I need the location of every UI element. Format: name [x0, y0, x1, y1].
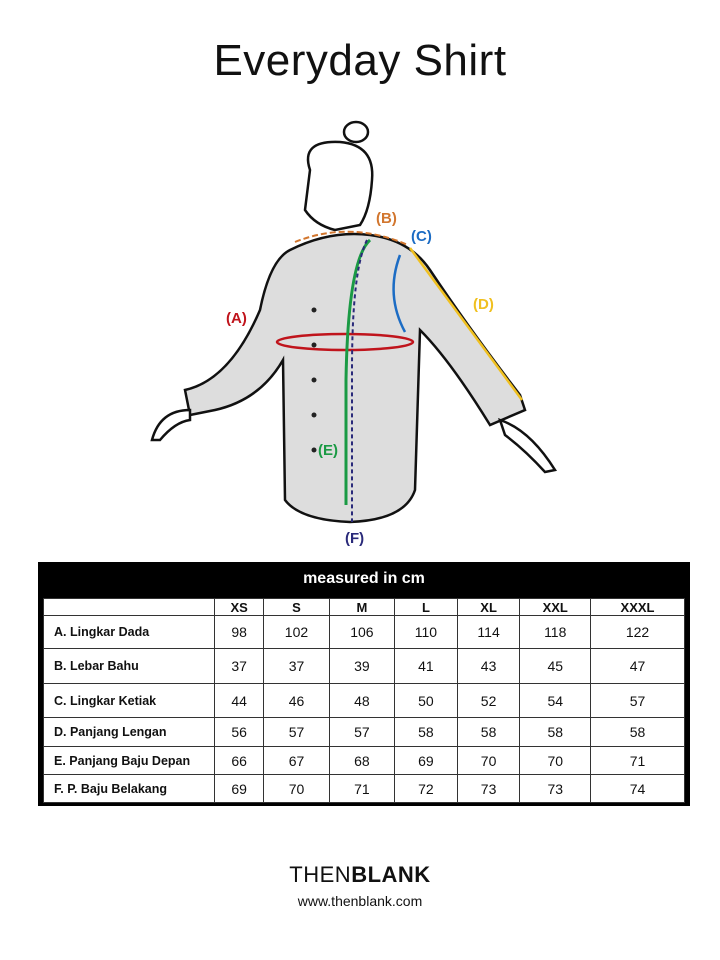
measurement-cell: 71 — [590, 746, 685, 775]
size-header: XXXL — [590, 598, 685, 616]
measurement-cell: 54 — [519, 683, 592, 718]
measurement-cell: 57 — [328, 717, 396, 747]
measurement-cell: 74 — [590, 774, 685, 803]
measurement-cell: 48 — [328, 683, 396, 718]
measurement-cell: 37 — [213, 648, 265, 684]
measurement-cell: 56 — [213, 717, 265, 747]
shirt-measurement-illustration — [150, 120, 558, 524]
size-header: L — [394, 598, 458, 616]
label-c: (C) — [411, 228, 432, 245]
figure-outline — [150, 120, 558, 524]
page-title: Everyday Shirt — [213, 36, 507, 85]
measurement-cell: 58 — [590, 717, 685, 747]
measurement-cell: 44 — [213, 683, 265, 718]
measurement-cell: 41 — [394, 648, 458, 684]
measure-line-b-shoulder — [294, 230, 409, 246]
measurement-cell: 58 — [456, 717, 521, 747]
brand-part2: BLANK — [351, 862, 431, 887]
measurement-cell: 70 — [263, 774, 330, 803]
measurement-cell: 47 — [590, 648, 685, 684]
measurement-cell: 58 — [519, 717, 592, 747]
size-header: S — [263, 598, 330, 616]
table-header: measured in cm — [303, 570, 425, 587]
size-header: M — [328, 598, 396, 616]
measurement-cell: 66 — [213, 746, 265, 775]
measurement-cell: 73 — [456, 774, 521, 803]
measurement-cell: 68 — [328, 746, 396, 775]
label-f: (F) — [345, 530, 365, 547]
measurement-cell: 39 — [328, 648, 396, 684]
label-b: (B) — [376, 210, 397, 227]
measurement-cell: 67 — [263, 746, 330, 775]
measure-line-f-back-length — [351, 239, 368, 522]
corner-cell — [43, 598, 215, 616]
measurement-cell: 37 — [263, 648, 330, 684]
row-label: B. Lebar Bahu — [43, 648, 215, 684]
measurement-cell: 46 — [263, 683, 330, 718]
measurement-cell: 106 — [328, 615, 396, 649]
measurement-cell: 72 — [394, 774, 458, 803]
measurement-cell: 114 — [456, 615, 521, 649]
measurement-cell: 73 — [519, 774, 592, 803]
measure-line-a-chest — [275, 332, 415, 352]
measurement-cell: 70 — [456, 746, 521, 775]
label-d: (D) — [473, 296, 494, 313]
measurement-cell: 58 — [394, 717, 458, 747]
label-a: (A) — [226, 310, 247, 327]
size-header: XS — [213, 598, 265, 616]
row-label: F. P. Baju Belakang — [43, 774, 215, 803]
size-header: XL — [456, 598, 521, 616]
measurement-cell: 57 — [590, 683, 685, 718]
brand-url: www.thenblank.com — [297, 893, 423, 909]
row-label: D. Panjang Lengan — [43, 717, 215, 747]
measurement-cell: 71 — [328, 774, 396, 803]
measurement-cell: 122 — [590, 615, 685, 649]
button-placket — [311, 307, 317, 453]
measurement-cell: 70 — [519, 746, 592, 775]
measurement-cell: 118 — [519, 615, 592, 649]
measurement-cell: 45 — [519, 648, 592, 684]
measure-line-d-sleeve — [408, 247, 524, 401]
row-label: E. Panjang Baju Depan — [43, 746, 215, 775]
measurement-cell: 57 — [263, 717, 330, 747]
brand-part1: THEN — [289, 862, 352, 887]
size-header: XXL — [519, 598, 592, 616]
measurement-cell: 43 — [456, 648, 521, 684]
measure-line-c-armhole — [392, 254, 407, 333]
brand-logo: THENBLANK — [0, 862, 720, 888]
measurement-cell: 110 — [394, 615, 458, 649]
measurement-cell: 52 — [456, 683, 521, 718]
measurement-cell: 69 — [213, 774, 265, 803]
row-label: C. Lingkar Ketiak — [43, 683, 215, 718]
measurement-cell: 50 — [394, 683, 458, 718]
label-e: (E) — [318, 442, 338, 459]
measurement-cell: 69 — [394, 746, 458, 775]
measurement-cell: 98 — [213, 615, 265, 649]
row-label: A. Lingkar Dada — [43, 615, 215, 649]
measurement-cell: 102 — [263, 615, 330, 649]
